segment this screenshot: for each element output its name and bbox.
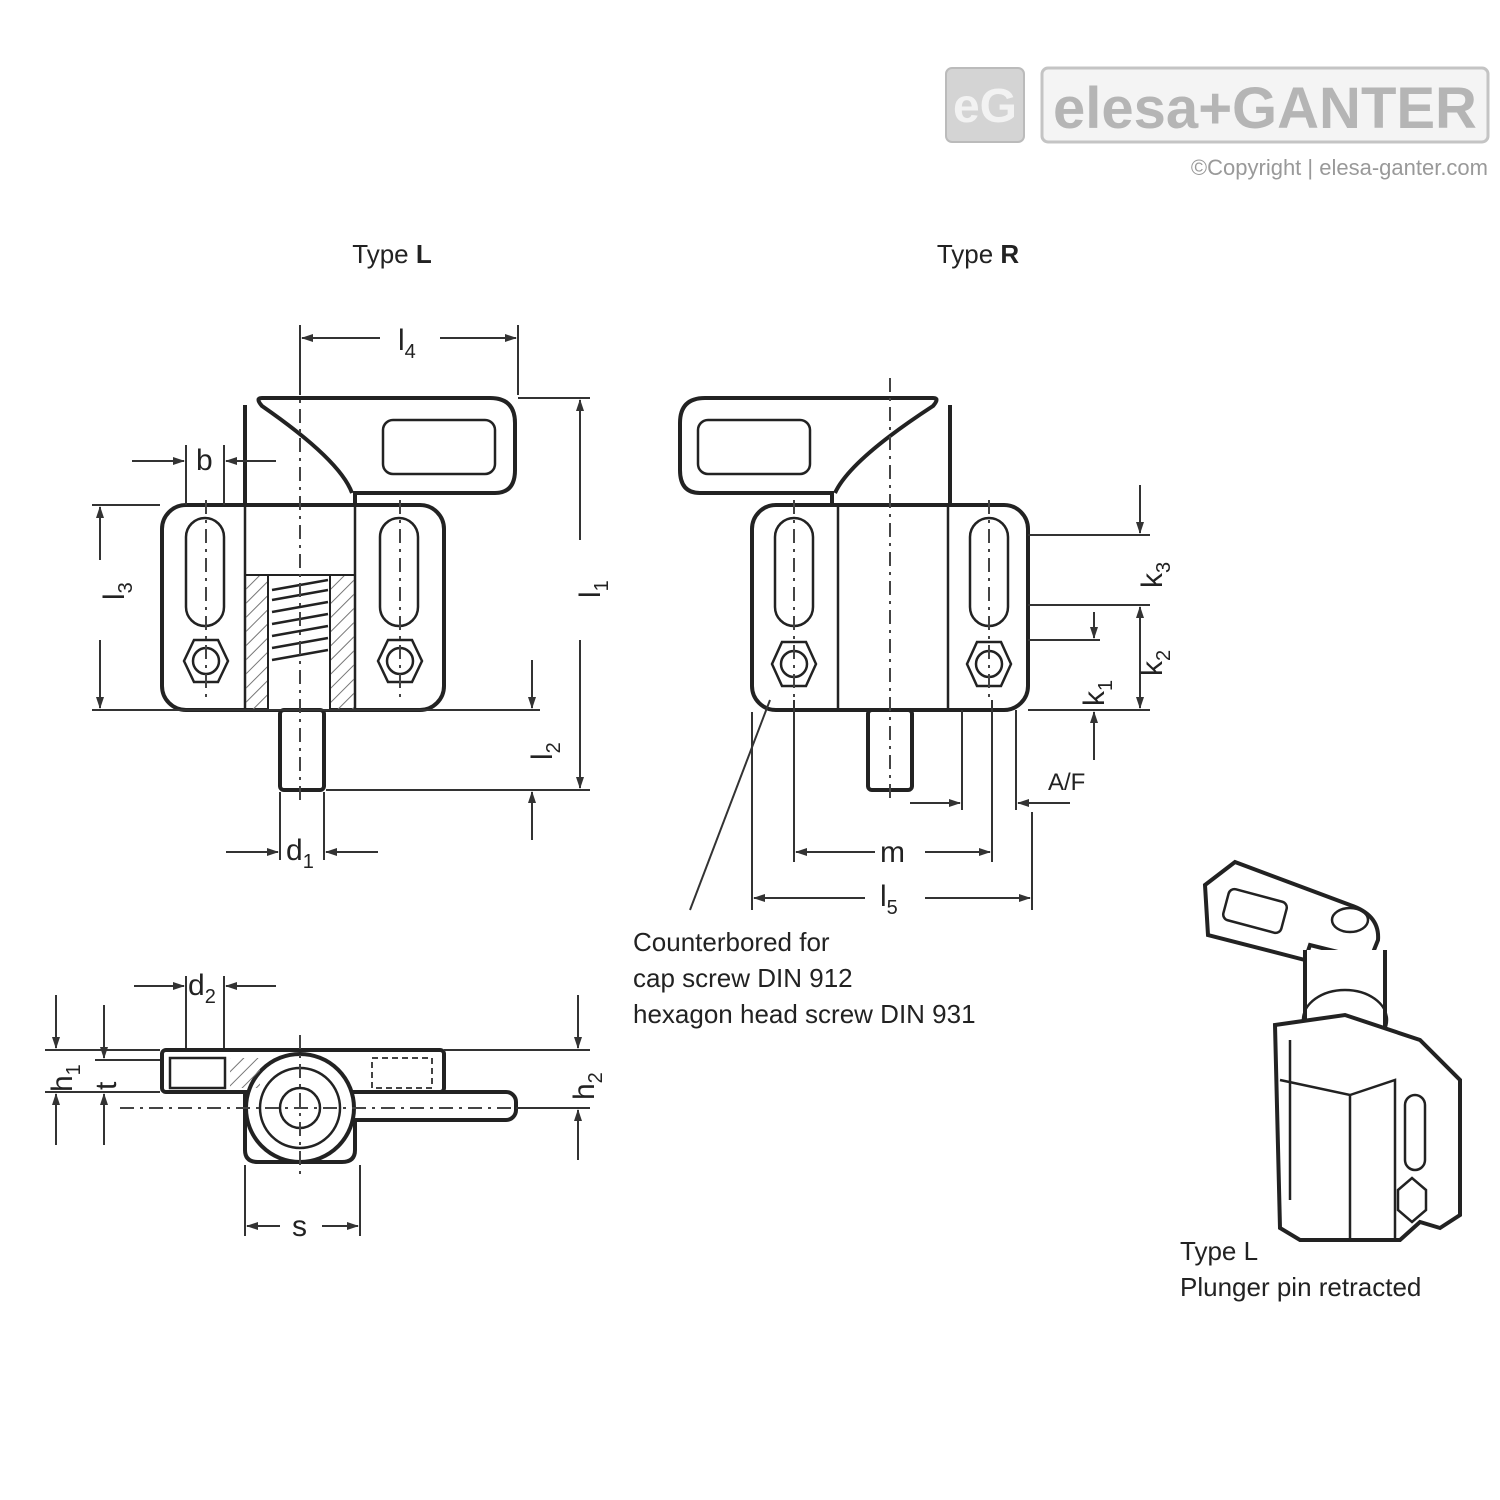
dim-k2-label: k2 xyxy=(1136,650,1175,676)
dim-d2-label: d2 xyxy=(188,969,216,1008)
brand-logo: eG elesa+GANTER ©Copyright | elesa-gante… xyxy=(945,66,1490,180)
logo-wordmark-box xyxy=(1040,66,1490,144)
dim-h2-label: h2 xyxy=(568,1072,607,1100)
dim-l3-label: l3 xyxy=(98,582,137,600)
counterbore-note: Counterbored for cap screw DIN 912 hexag… xyxy=(633,927,976,1029)
type-l-top-view xyxy=(120,1035,540,1175)
iso-caption: Type L Plunger pin retracted xyxy=(1180,1236,1421,1302)
type-r-title: Type R xyxy=(937,239,1020,269)
dim-l1-label: l1 xyxy=(574,580,613,598)
dim-l4-label: l4 xyxy=(398,324,416,363)
dim-k3-label: k3 xyxy=(1136,562,1175,588)
isometric-view xyxy=(1202,859,1462,1242)
dim-m-label: m xyxy=(880,836,905,869)
dim-d1-label: d1 xyxy=(286,834,314,873)
dim-l5-label: l5 xyxy=(880,880,898,919)
dim-t-label: t xyxy=(90,1081,123,1090)
dim-b-label: b xyxy=(196,444,213,477)
dim-af-label: A/F xyxy=(1048,769,1085,796)
svg-text:eG: eG xyxy=(953,80,1017,133)
logo-emblem-icon xyxy=(945,67,1025,143)
type-l-front-view xyxy=(160,380,517,800)
top-view-dimensions xyxy=(45,976,590,1236)
dim-s-label: s xyxy=(292,1210,307,1243)
type-l-title: Type L xyxy=(352,239,432,269)
dim-k1-label: k1 xyxy=(1078,680,1117,706)
logo-wordmark: elesa+GANTER xyxy=(1053,76,1477,141)
dim-h1-label: h1 xyxy=(46,1064,85,1092)
type-r-dimensions xyxy=(751,485,1150,910)
dim-l2-label: l2 xyxy=(526,742,565,760)
copyright-text: ©Copyright | elesa-ganter.com xyxy=(1191,155,1488,180)
type-r-front-view xyxy=(678,378,1030,911)
type-l-dimensions xyxy=(92,325,590,860)
